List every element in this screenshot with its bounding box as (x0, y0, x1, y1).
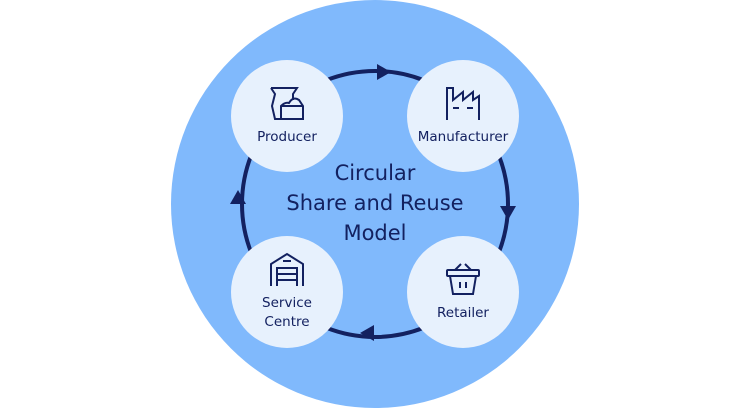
diagram-title: Circular Share and Reuse Model (275, 158, 475, 248)
factory-icon (446, 86, 480, 120)
title-line: Circular (334, 161, 416, 185)
sack-icon (270, 86, 304, 120)
arrow-up-icon (230, 190, 246, 204)
node-label: Producer (257, 128, 317, 145)
arrow-left-icon (360, 325, 374, 341)
node-label-line: Service (262, 295, 312, 311)
title-line: Model (343, 221, 407, 245)
title-line: Share and Reuse (286, 191, 464, 215)
node-label: Manufacturer (417, 128, 509, 145)
garage-icon (270, 252, 304, 286)
arrow-down-icon (500, 206, 516, 220)
basket-icon (446, 262, 480, 295)
node-manufacturer: Manufacturer (407, 60, 519, 172)
node-label-line: Centre (264, 314, 310, 330)
node-label: Retailer (436, 304, 489, 321)
node-producer: Producer (231, 60, 343, 172)
arrow-right-icon (377, 64, 391, 80)
node-retailer: Retailer (407, 236, 519, 348)
